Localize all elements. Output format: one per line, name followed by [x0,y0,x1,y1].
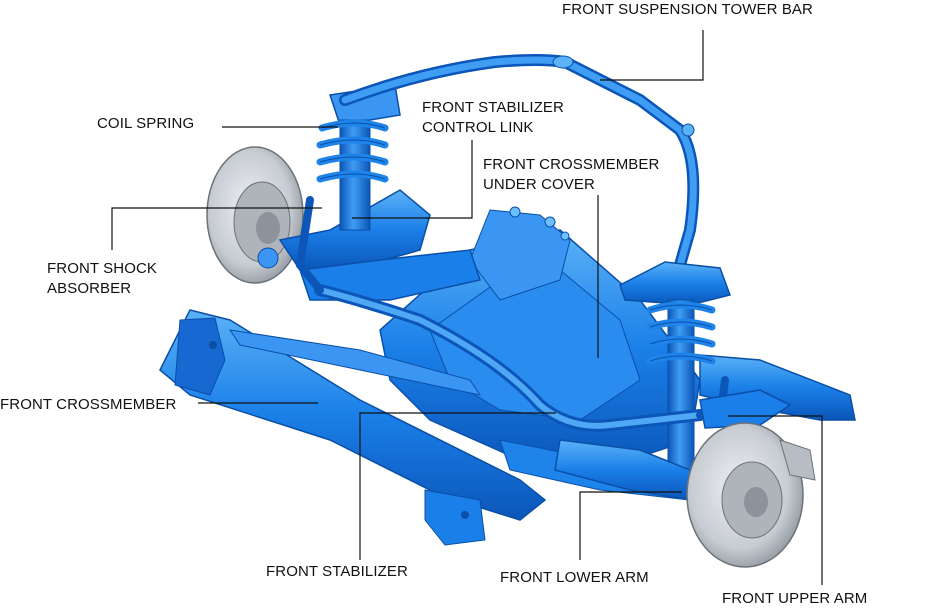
leader-shock-absorber [111,207,322,250]
label-front-lower-arm: FRONT LOWER ARM [500,569,649,586]
label-front-shock-absorber: FRONT SHOCK ABSORBER [47,260,157,297]
leader-tower-bar [600,30,704,81]
right-brake-disc-shape [686,422,816,568]
label-front-stabilizer-control-link: FRONT STABILIZER CONTROL LINK [422,99,564,136]
label-front-suspension-tower-bar: FRONT SUSPENSION TOWER BAR [562,1,813,18]
right-arms-shape [554,389,792,501]
leader-stabilizer-link [352,140,473,219]
leader-lower-arm [579,491,682,560]
leader-upper-arm [728,415,823,585]
crossmember-under-cover-shape [379,206,701,471]
label-front-crossmember: FRONT CROSSMEMBER [0,396,177,413]
label-front-stabilizer: FRONT STABILIZER [266,563,408,580]
label-coil-spring: COIL SPRING [97,115,195,132]
left-brake-disc-shape [206,146,304,284]
tower-bar-shape [339,54,700,271]
leader-stabilizer [359,412,556,560]
right-coil-spring-shape [619,261,731,471]
label-front-crossmember-under-cover: FRONT CROSSMEMBER UNDER COVER [483,156,660,193]
label-front-upper-arm: FRONT UPPER ARM [722,590,868,607]
leader-lines [111,30,823,585]
